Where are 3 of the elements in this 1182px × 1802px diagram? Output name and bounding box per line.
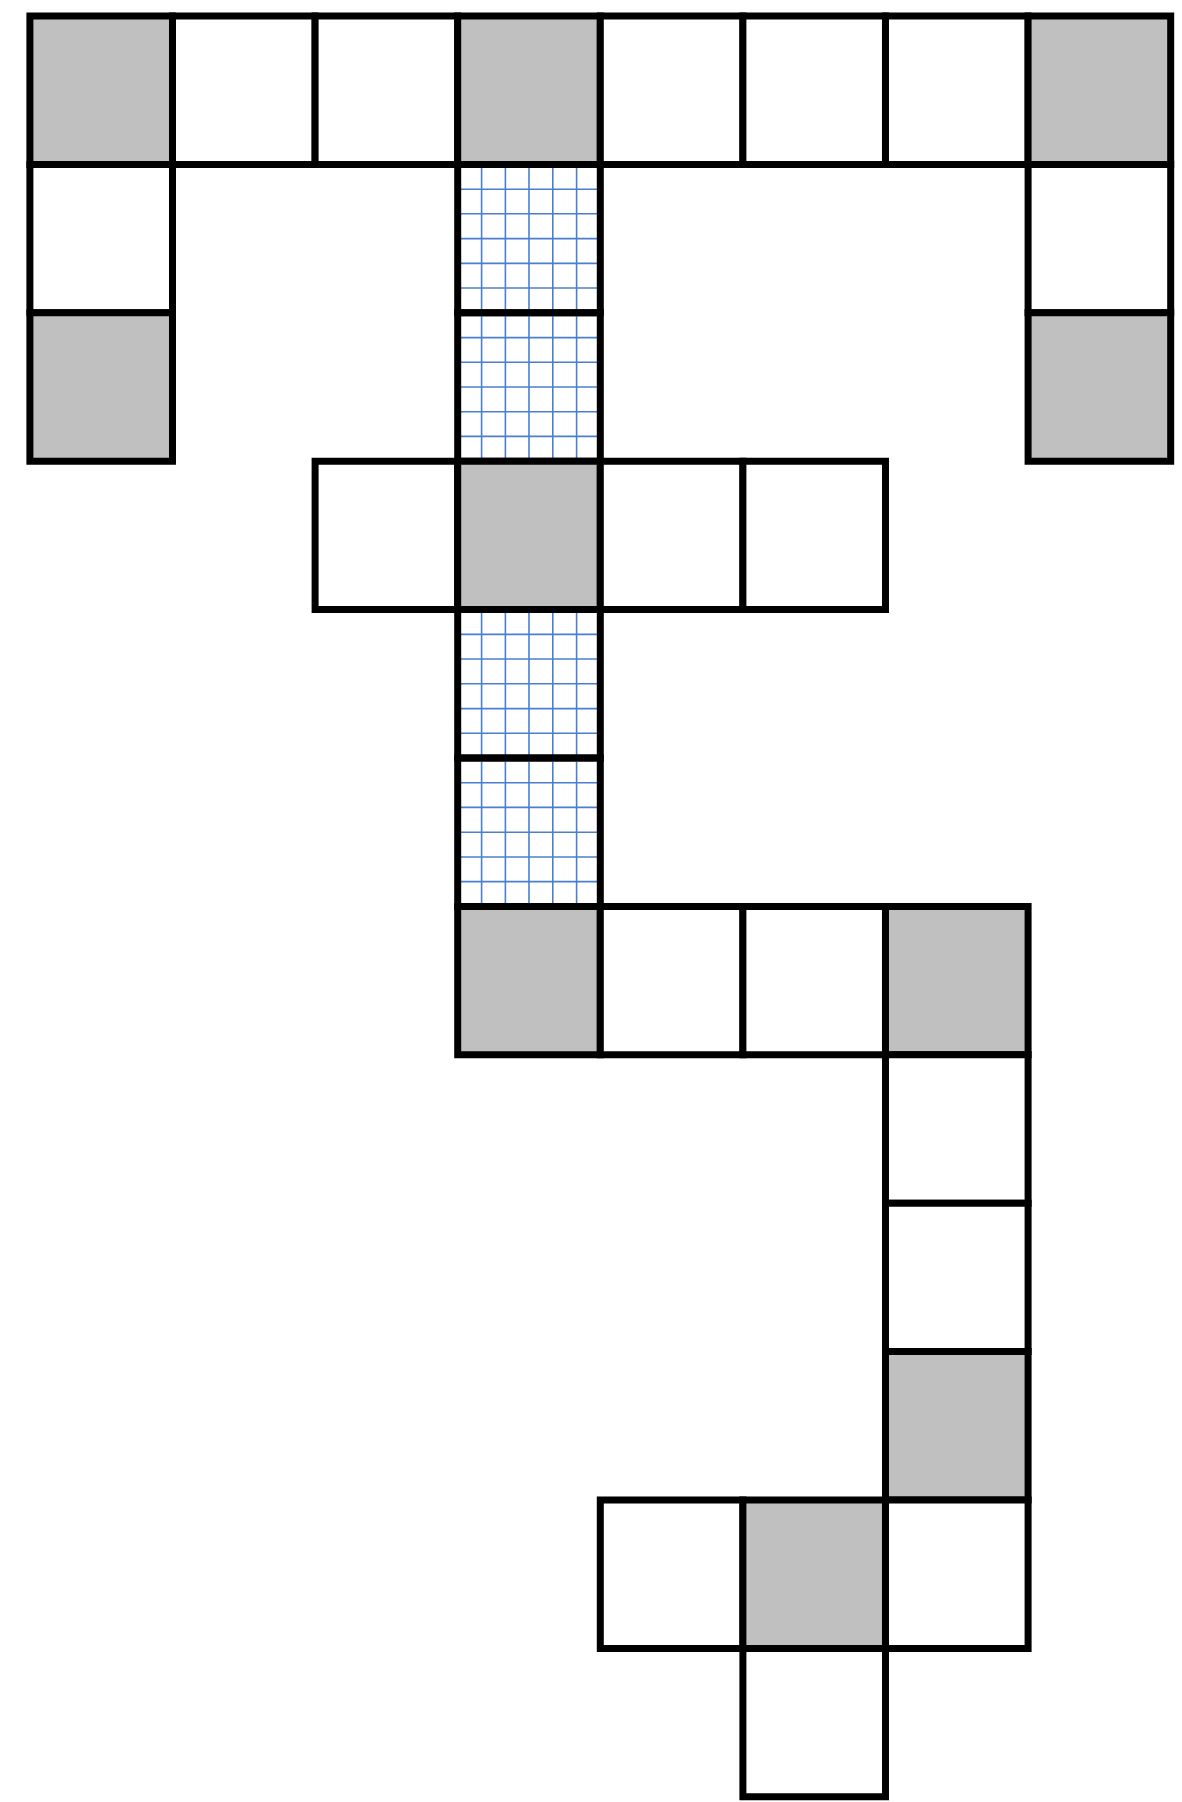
shaded-cell bbox=[26, 309, 176, 465]
empty-cell bbox=[739, 457, 889, 614]
shaded-cell bbox=[1024, 309, 1175, 465]
